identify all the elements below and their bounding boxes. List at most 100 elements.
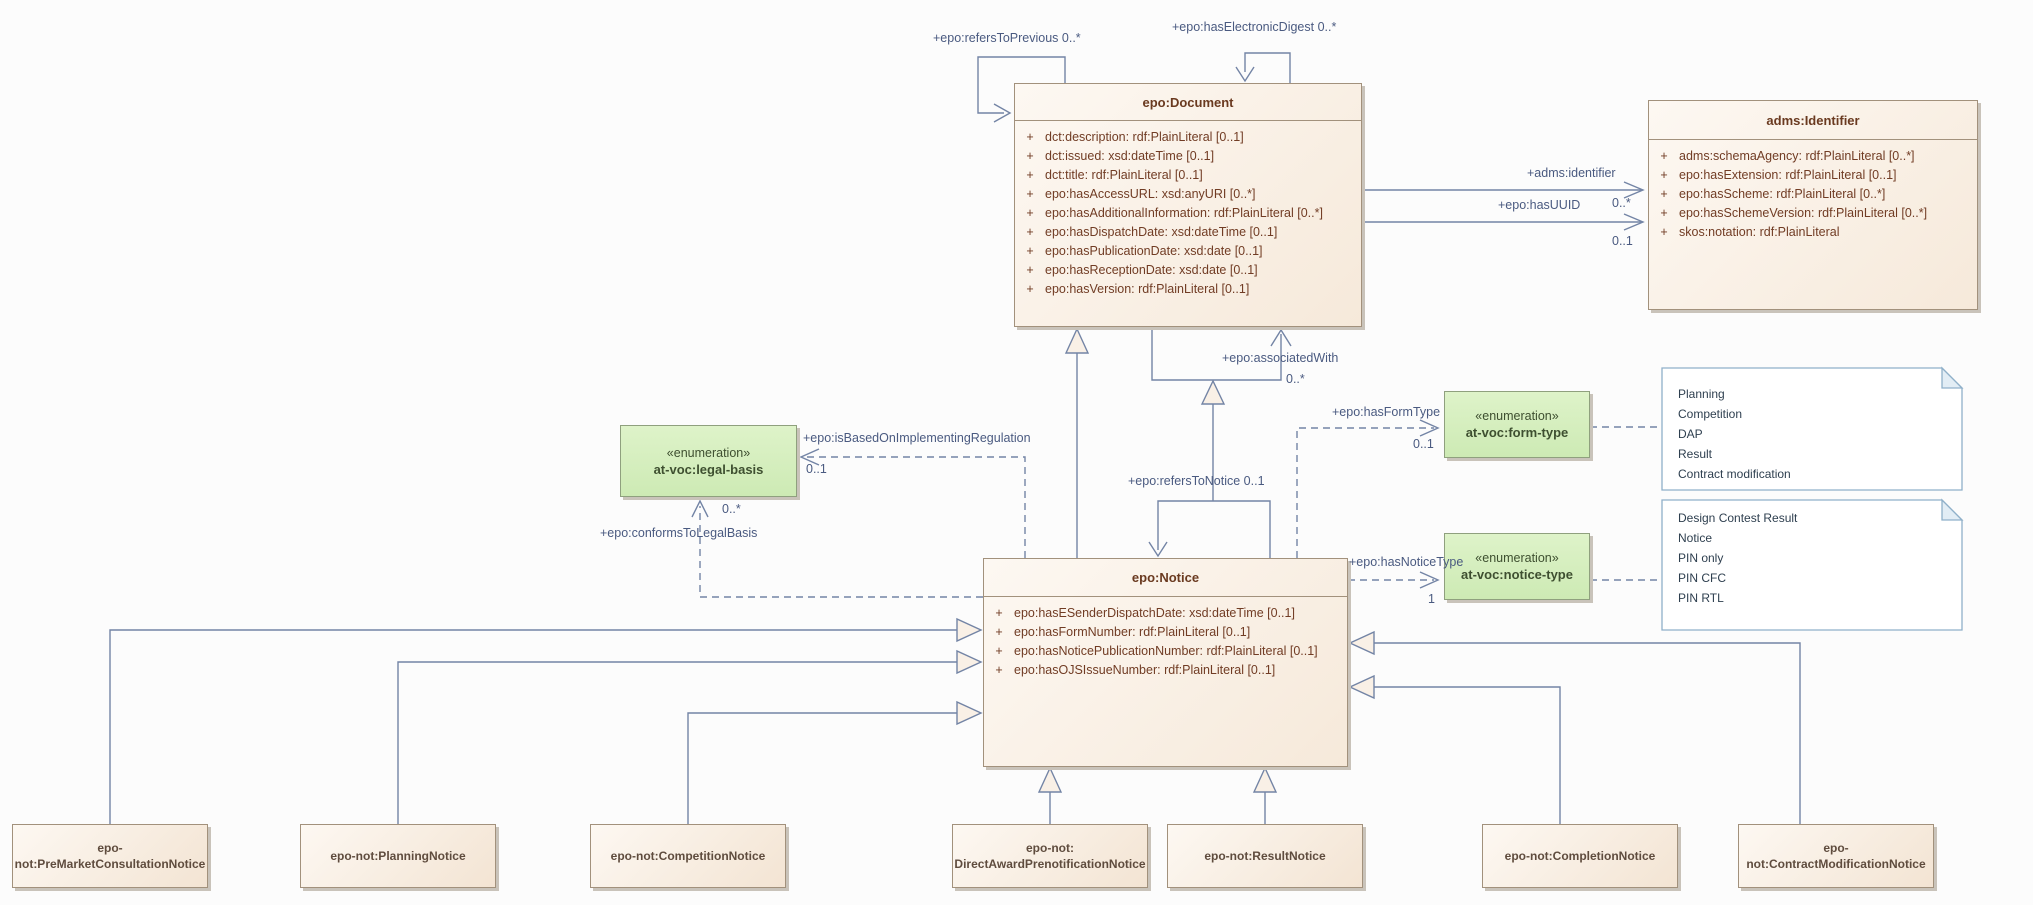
attribute-row: +dct:title: rdf:PlainLiteral [0..1]	[1015, 166, 1361, 185]
attribute-text: epo:hasSchemeVersion: rdf:PlainLiteral […	[1679, 206, 1928, 220]
enum-title: at-voc:form-type	[1465, 425, 1569, 440]
visibility: +	[1026, 130, 1034, 144]
class-adms-identifier[interactable]: adms:Identifier +adms:schemaAgency: rdf:…	[1648, 100, 1978, 310]
class-title-line2: DirectAwardPrenotificationNotice	[954, 857, 1146, 871]
class-title: epo-not:PreMarketConsultationNotice	[14, 841, 206, 871]
class-title: adms:Identifier	[1649, 101, 1977, 140]
visibility: +	[1660, 168, 1668, 182]
attribute-row: +epo:hasPublicationDate: xsd:date [0..1]	[1015, 242, 1361, 261]
class-title: epo-not:CompetitionNotice	[610, 849, 766, 863]
visibility: +	[1660, 206, 1668, 220]
attribute-row: + epo:hasAccessURL: xsd:anyURI [0..*]	[1015, 185, 1361, 204]
connector-has-form-type	[1296, 427, 1434, 558]
class-direct-award-prenotification-notice[interactable]: epo-not: DirectAwardPrenotificationNotic…	[952, 824, 1148, 888]
mult-has-form-type: 0..1	[1413, 437, 1434, 451]
connector-gen-competition	[687, 712, 957, 824]
visibility: +	[1026, 206, 1034, 220]
class-title: epo-not:ContractModificationNotice	[1746, 841, 1926, 871]
visibility: +	[1026, 187, 1034, 201]
connector-is-based-on	[806, 456, 1026, 558]
stereotype-label: «enumeration»	[1475, 409, 1559, 423]
label-is-based-on-implementing-regulation: +epo:isBasedOnImplementingRegulation	[803, 431, 1031, 445]
note-line: DAP	[1678, 427, 1703, 441]
enum-legal-basis[interactable]: «enumeration» at-voc:legal-basis	[620, 425, 797, 497]
note-line: PIN only	[1678, 551, 1724, 565]
arrow-associated-with	[1270, 328, 1292, 347]
visibility: +	[995, 606, 1003, 620]
enum-form-type[interactable]: «enumeration» at-voc:form-type	[1444, 391, 1590, 458]
attribute-text: epo:hasAdditionalInformation: rdf:PlainL…	[1045, 206, 1323, 220]
attribute-text: epo:hasAccessURL: xsd:anyURI [0..*]	[1045, 187, 1256, 201]
attribute-row: +dct:issued: xsd:dateTime [0..1]	[1015, 147, 1361, 166]
attribute-row: + dct:description: rdf:PlainLiteral [0..1…	[1015, 128, 1361, 147]
connector-gen-premarket	[109, 629, 957, 824]
connector-gen-planning	[397, 661, 957, 824]
visibility: +	[1026, 225, 1034, 239]
attribute-row: + epo:hasVersion: rdf:PlainLiteral [0..1]	[1015, 280, 1361, 299]
enum-notice-type[interactable]: «enumeration» at-voc:notice-type	[1444, 533, 1590, 600]
mult-is-based-on: 0..1	[806, 462, 827, 476]
arrow-refers-to-previous	[993, 103, 1012, 123]
class-premarket-consultation-notice[interactable]: epo-not:PreMarketConsultationNotice	[12, 824, 208, 888]
attribute-text: dct:description: rdf:PlainLiteral [0..1]	[1045, 130, 1244, 144]
attribute-text: epo:hasReceptionDate: xsd:date [0..1]	[1045, 263, 1258, 277]
arrow-has-electronic-digest	[1235, 66, 1255, 83]
class-competition-notice[interactable]: epo-not:CompetitionNotice	[590, 824, 786, 888]
enum-title: at-voc:notice-type	[1461, 567, 1573, 582]
class-planning-notice[interactable]: epo-not:PlanningNotice	[300, 824, 496, 888]
attribute-text: epo:hasDispatchDate: xsd:dateTime [0..1]	[1045, 225, 1278, 239]
visibility: +	[1660, 187, 1668, 201]
visibility: +	[1026, 168, 1034, 182]
connector-gen-completion	[1374, 686, 1561, 824]
arrow-is-based-on	[799, 448, 820, 466]
note-notice-type-shape	[1661, 499, 1963, 631]
arrow-refers-to-notice	[1148, 541, 1168, 558]
visibility: +	[1026, 282, 1034, 296]
connector-conforms-legal-basis	[699, 506, 983, 598]
label-refers-to-previous: +epo:refersToPrevious 0..*	[933, 31, 1081, 45]
class-contract-modification-notice[interactable]: epo-not:ContractModificationNotice	[1738, 824, 1934, 888]
attribute-row: +epo:hasOJSIssueNumber: rdf:PlainLiteral…	[984, 661, 1347, 680]
enum-title: at-voc:legal-basis	[653, 461, 764, 477]
note-form-type-fold	[1941, 366, 1964, 389]
note-line: Result	[1678, 447, 1713, 461]
attribute-row: +skos:notation: rdf:PlainLiteral	[1649, 223, 1977, 242]
note-notice-type-values[interactable]: Design Contest Result Notice PIN only PI…	[1678, 508, 1797, 608]
connector-refers-to-notice	[1157, 500, 1271, 558]
arrow-has-notice-type	[1419, 571, 1440, 589]
class-completion-notice[interactable]: epo-not:CompletionNotice	[1482, 824, 1678, 888]
visibility: +	[995, 663, 1003, 677]
attribute-list: +adms:schemaAgency: rdf:PlainLiteral [0.…	[1649, 140, 1977, 242]
connector-refers-to-previous	[977, 56, 1066, 114]
attribute-row: + epo:hasAdditionalInformation: rdf:Plain…	[1015, 204, 1361, 223]
class-title: epo:Document	[1015, 84, 1361, 121]
attribute-row: +epo:hasNoticePublicationNumber: rdf:Pla…	[984, 642, 1347, 661]
label-has-uuid: +epo:hasUUID	[1498, 198, 1581, 212]
attribute-row: + epo:hasReceptionDate: xsd:date [0..1]	[1015, 261, 1361, 280]
attribute-text: epo:hasScheme: rdf:PlainLiteral [0..*]	[1679, 187, 1886, 201]
class-result-notice[interactable]: epo-not:ResultNotice	[1167, 824, 1363, 888]
attribute-row: +adms:schemaAgency: rdf:PlainLiteral [0.…	[1649, 147, 1977, 166]
triangle-gen-bus	[1200, 379, 1226, 405]
visibility: +	[1660, 225, 1668, 239]
attribute-row: + epo:hasDispatchDate: xsd:dateTime [0..1…	[1015, 223, 1361, 242]
class-epo-notice[interactable]: epo:Notice +epo:hasESenderDispatchDate: …	[983, 558, 1348, 767]
attribute-row: + epo:hasExtension: rdf:PlainLiteral [0..…	[1649, 166, 1977, 185]
arrow-conforms-legal-basis	[691, 499, 709, 518]
triangle-gen-completion	[1348, 674, 1375, 700]
attribute-text: epo:hasFormNumber: rdf:PlainLiteral [0..…	[1014, 625, 1251, 639]
note-form-type-values[interactable]: Planning Competition DAP Result Contract…	[1678, 384, 1791, 484]
note-line: Design Contest Result	[1678, 511, 1798, 525]
attribute-text: epo:hasExtension: rdf:PlainLiteral [0..1…	[1679, 168, 1897, 182]
visibility: +	[1026, 244, 1034, 258]
visibility: +	[1026, 263, 1034, 277]
label-has-form-type: +epo:hasFormType	[1332, 405, 1441, 419]
attribute-text: epo:hasVersion: rdf:PlainLiteral [0..1]	[1045, 282, 1250, 296]
attribute-row: +epo:hasFormNumber: rdf:PlainLiteral [0.…	[984, 623, 1347, 642]
arrow-has-uuid	[1623, 213, 1645, 231]
mult-has-notice-type: 1	[1428, 592, 1435, 606]
class-epo-document[interactable]: epo:Document + dct:description: rdf:Plain…	[1014, 83, 1362, 327]
arrow-adms-identifier	[1623, 181, 1645, 199]
